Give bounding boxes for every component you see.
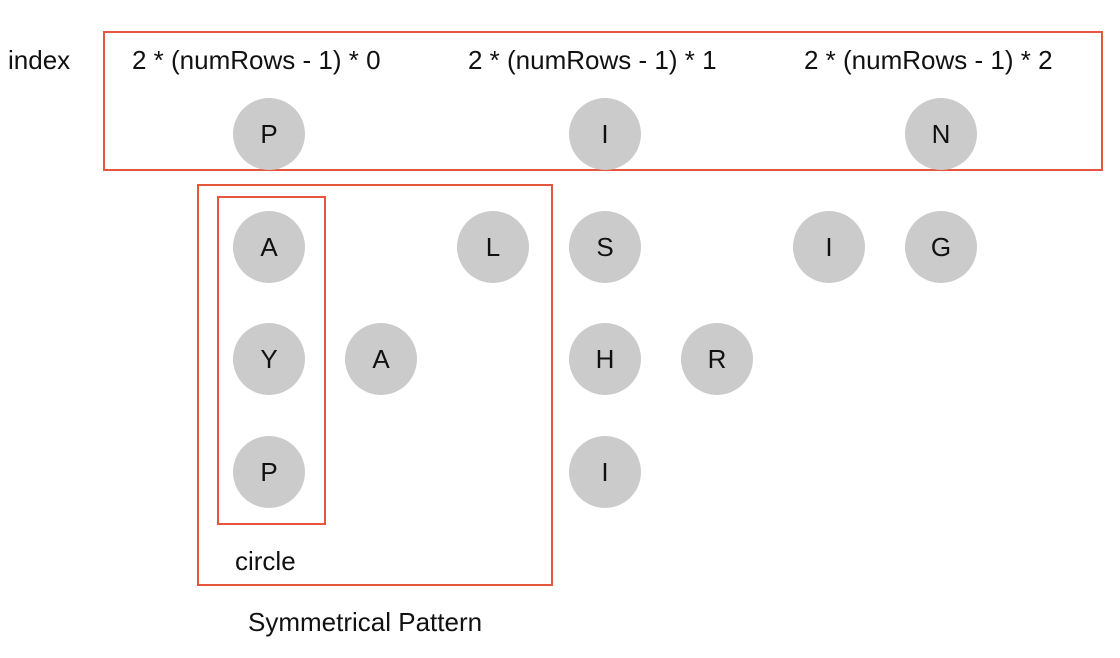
node-row2-h: H bbox=[569, 323, 641, 395]
symmetrical-pattern-label: Symmetrical Pattern bbox=[248, 607, 483, 637]
node-row1-l: L bbox=[457, 211, 529, 283]
circle-label: circle bbox=[235, 546, 296, 576]
symmetrical-pattern-box bbox=[197, 184, 553, 586]
node-row0-p: P bbox=[233, 98, 305, 170]
index-row-box bbox=[103, 31, 1103, 171]
formula-label-0: 2 * (numRows - 1) * 0 bbox=[132, 45, 381, 75]
formula-label-2: 2 * (numRows - 1) * 2 bbox=[804, 45, 1053, 75]
node-row1-s: S bbox=[569, 211, 641, 283]
node-row0-i: I bbox=[569, 98, 641, 170]
node-row3-p: P bbox=[233, 436, 305, 508]
node-row0-n: N bbox=[905, 98, 977, 170]
node-row3-i: I bbox=[569, 436, 641, 508]
node-row2-a: A bbox=[345, 323, 417, 395]
node-row1-i: I bbox=[793, 211, 865, 283]
node-row2-y: Y bbox=[233, 323, 305, 395]
node-row1-a: A bbox=[233, 211, 305, 283]
index-label: index bbox=[8, 45, 71, 75]
formula-label-1: 2 * (numRows - 1) * 1 bbox=[468, 45, 717, 75]
node-row2-r: R bbox=[681, 323, 753, 395]
circle-box bbox=[217, 196, 326, 525]
node-row1-g: G bbox=[905, 211, 977, 283]
